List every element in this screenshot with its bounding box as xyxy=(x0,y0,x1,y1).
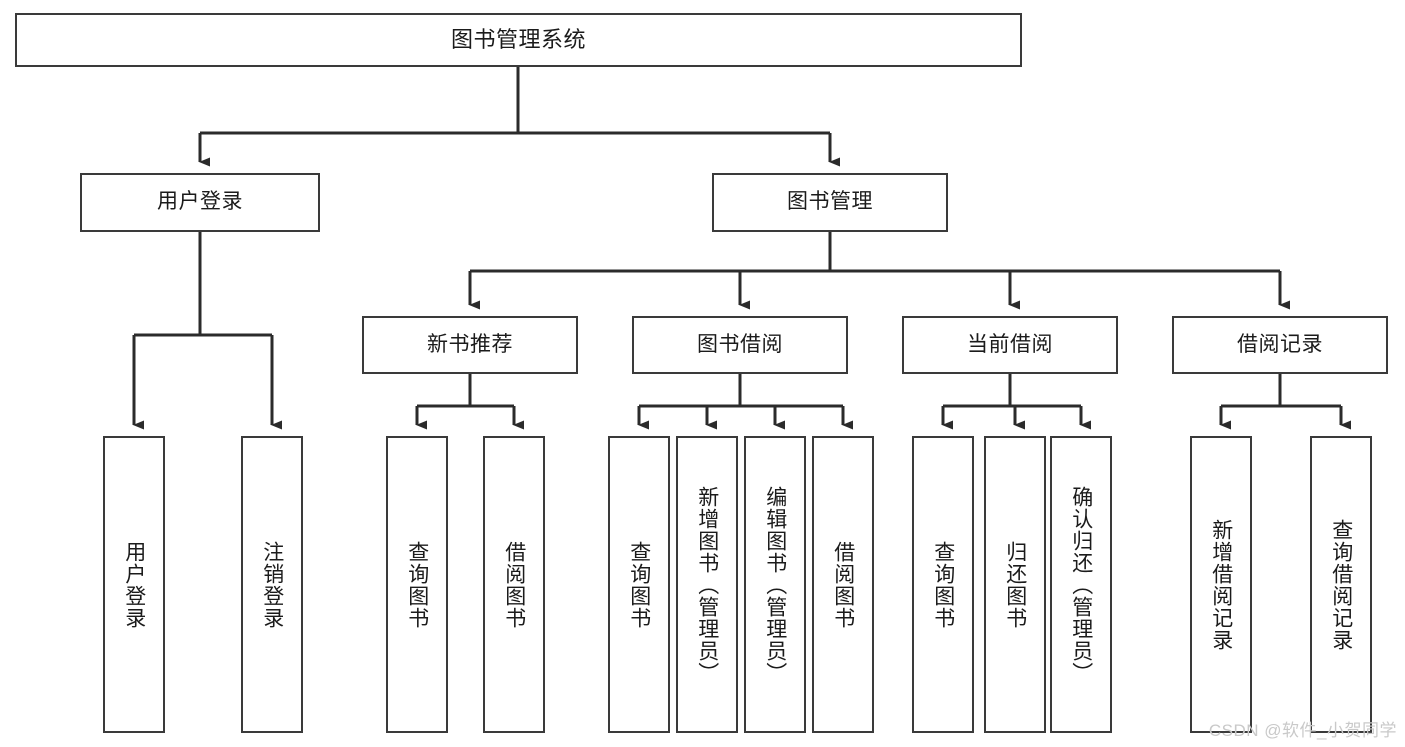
node-leaf-add-borrow-record-label: 新增借阅记录 xyxy=(1209,518,1233,651)
node-leaf-query-borrow-record[interactable]: 查询借阅记录 xyxy=(1310,436,1372,733)
node-new-book-recommend[interactable]: 新书推荐 xyxy=(362,316,578,374)
connector-bookborrow-to-leaves xyxy=(637,374,853,430)
connector-userlogin-to-leaves xyxy=(132,232,282,430)
node-book-borrow[interactable]: 图书借阅 xyxy=(632,316,848,374)
node-current-borrow[interactable]: 当前借阅 xyxy=(902,316,1118,374)
connector-currentborrow-to-leaves xyxy=(941,374,1091,430)
node-leaf-user-login-label: 用户登录 xyxy=(122,540,146,629)
node-leaf-query-book-1-label: 查询图书 xyxy=(405,540,429,629)
node-leaf-query-book-2[interactable]: 查询图书 xyxy=(608,436,670,733)
node-leaf-user-login[interactable]: 用户登录 xyxy=(103,436,165,733)
node-leaf-add-book-admin-label: 新增图书（管理员） xyxy=(695,485,719,684)
connector-bookmanage-to-level3 xyxy=(468,232,1290,310)
node-borrow-record[interactable]: 借阅记录 xyxy=(1172,316,1388,374)
node-leaf-query-borrow-record-label: 查询借阅记录 xyxy=(1329,518,1353,651)
node-leaf-borrow-book-1[interactable]: 借阅图书 xyxy=(483,436,545,733)
node-borrow-record-label: 借阅记录 xyxy=(1237,332,1323,356)
node-leaf-borrow-book-1-label: 借阅图书 xyxy=(502,540,526,629)
node-leaf-return-book-label: 归还图书 xyxy=(1003,540,1027,629)
node-leaf-borrow-book-2[interactable]: 借阅图书 xyxy=(812,436,874,733)
node-leaf-logout[interactable]: 注销登录 xyxy=(241,436,303,733)
node-leaf-edit-book-admin-label: 编辑图书（管理员） xyxy=(763,485,787,684)
node-leaf-confirm-return[interactable]: 确认归还（管理员） xyxy=(1050,436,1112,733)
node-root-system[interactable]: 图书管理系统 xyxy=(15,13,1022,67)
node-leaf-return-book[interactable]: 归还图书 xyxy=(984,436,1046,733)
node-leaf-borrow-book-2-label: 借阅图书 xyxy=(831,540,855,629)
connector-newbook-to-leaves xyxy=(415,374,524,430)
node-leaf-add-borrow-record[interactable]: 新增借阅记录 xyxy=(1190,436,1252,733)
node-new-book-recommend-label: 新书推荐 xyxy=(427,332,513,356)
node-book-manage-label: 图书管理 xyxy=(787,190,873,214)
connector-root-to-level2 xyxy=(198,67,840,167)
node-root-label: 图书管理系统 xyxy=(450,27,586,53)
node-leaf-query-book-3-label: 查询图书 xyxy=(931,540,955,629)
node-leaf-query-book-3[interactable]: 查询图书 xyxy=(912,436,974,733)
node-leaf-confirm-return-label: 确认归还（管理员） xyxy=(1069,485,1093,684)
node-current-borrow-label: 当前借阅 xyxy=(967,332,1053,356)
node-user-login-label: 用户登录 xyxy=(157,190,243,214)
node-leaf-query-book-2-label: 查询图书 xyxy=(627,540,651,629)
node-book-borrow-label: 图书借阅 xyxy=(697,332,783,356)
node-user-login[interactable]: 用户登录 xyxy=(80,173,320,232)
node-book-manage[interactable]: 图书管理 xyxy=(712,173,948,232)
node-leaf-edit-book-admin[interactable]: 编辑图书（管理员） xyxy=(744,436,806,733)
connector-borrowrecord-to-leaves xyxy=(1219,374,1351,430)
node-leaf-add-book-admin[interactable]: 新增图书（管理员） xyxy=(676,436,738,733)
node-leaf-logout-label: 注销登录 xyxy=(260,540,284,629)
node-leaf-query-book-1[interactable]: 查询图书 xyxy=(386,436,448,733)
